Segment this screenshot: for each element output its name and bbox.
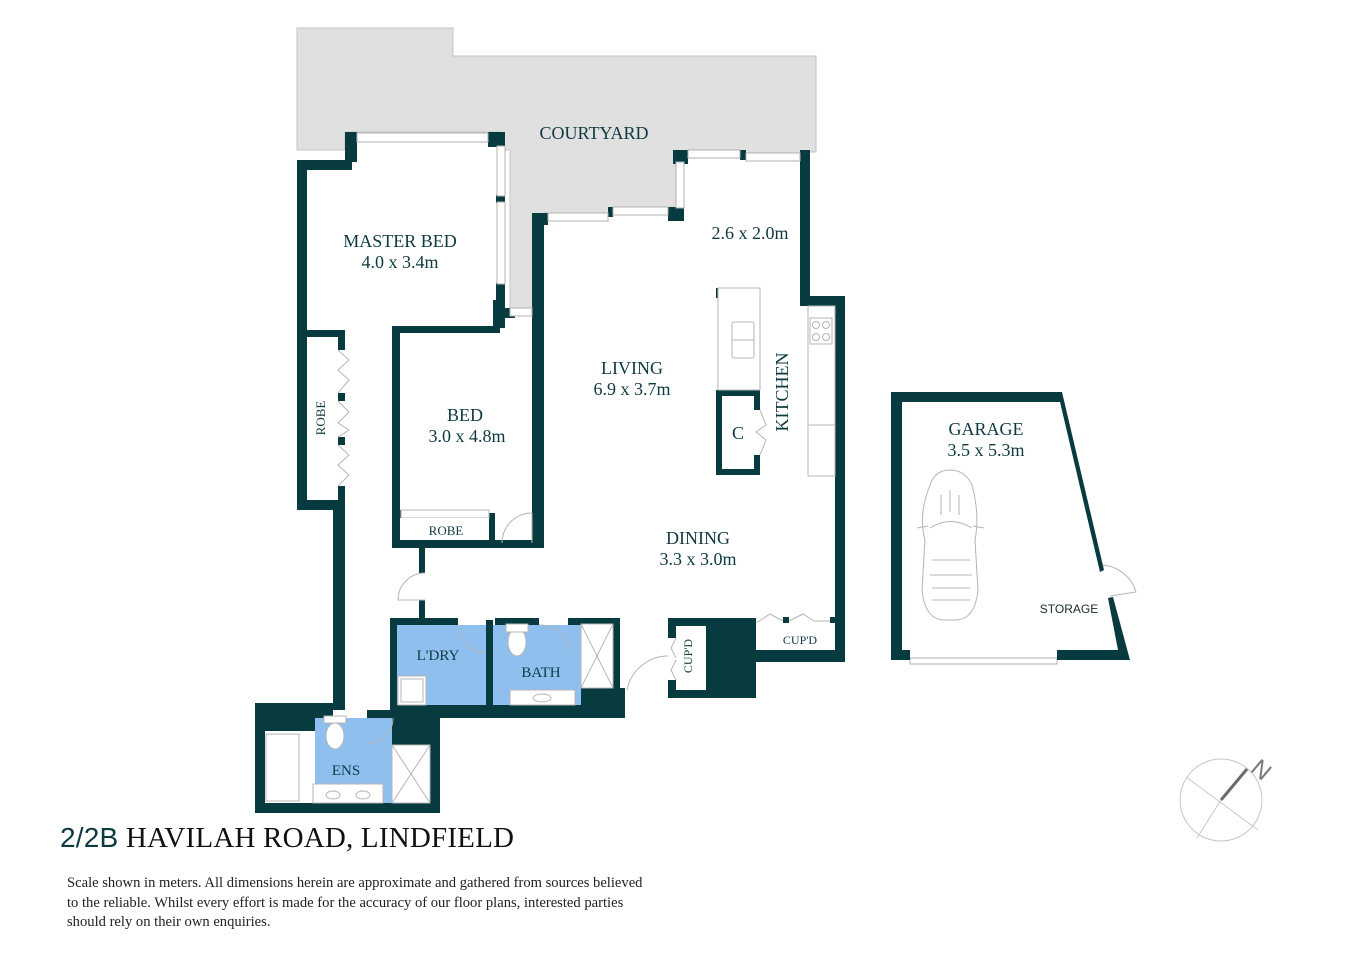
pantry-label: C — [732, 423, 744, 443]
bed-door — [501, 512, 533, 544]
courtyard-label: COURTYARD — [540, 123, 649, 143]
garage — [891, 392, 1130, 660]
ensuite-toilet-icon — [325, 722, 345, 750]
hall-door — [397, 572, 426, 601]
disclaimer-text: Scale shown in meters. All dimensions he… — [67, 875, 643, 930]
room-labels: COURTYARD MASTER BED 4.0 x 3.4m 2.6 x 2.… — [313, 123, 1098, 779]
kitchen-area-size: 2.6 x 2.0m — [711, 223, 788, 243]
storage-door — [1101, 564, 1137, 597]
property-address: 2/2B HAVILAH ROAD, LINDFIELD — [60, 822, 514, 855]
address-unit: 2/2B — [60, 822, 119, 853]
bed-robe-label: ROBE — [429, 523, 464, 538]
ensuite-vanity-icon — [312, 783, 384, 804]
dining-label: DINING — [666, 528, 730, 548]
cooktop-icon — [809, 317, 833, 345]
bath-label: BATH — [521, 665, 560, 681]
north-compass-icon: N — [1179, 754, 1277, 842]
ensuite-label: ENS — [332, 763, 360, 779]
storage-label: STORAGE — [1040, 602, 1098, 616]
master-robe-label: ROBE — [313, 401, 328, 436]
living-label: LIVING — [601, 358, 663, 378]
cupd-hall-door — [626, 655, 669, 691]
robe-bifold-3 — [337, 444, 350, 487]
garage-size: 3.5 x 5.3m — [947, 440, 1024, 460]
laundry-door — [457, 624, 487, 654]
kitchen-label: KITCHEN — [772, 353, 792, 432]
bed-size: 3.0 x 4.8m — [428, 426, 505, 446]
laundry-label: L'DRY — [417, 648, 460, 664]
dining-cupboard-label: CUP'D — [783, 633, 818, 647]
compass-n-label: N — [1246, 754, 1277, 786]
master-bed-size: 4.0 x 3.4m — [361, 252, 438, 272]
garage-label: GARAGE — [949, 419, 1024, 439]
walls — [255, 132, 845, 813]
bed-label: BED — [447, 405, 483, 425]
dining-cupd-bifold — [755, 613, 830, 624]
car-icon — [916, 469, 985, 621]
doors — [337, 349, 1137, 744]
cupd-bifold — [670, 637, 677, 681]
windows — [356, 132, 1058, 665]
dining-size: 3.3 x 3.0m — [659, 549, 736, 569]
robe-bifold-1 — [337, 349, 350, 394]
robe-bifold-2 — [337, 400, 350, 438]
living-size: 6.9 x 3.7m — [593, 379, 670, 399]
fixtures — [265, 287, 836, 804]
bathtub-icon — [265, 733, 300, 802]
pantry-bifold — [755, 409, 767, 456]
master-bed-label: MASTER BED — [343, 231, 457, 251]
hall-cupboard-label: CUP'D — [681, 639, 695, 674]
address-street: HAVILAH ROAD, LINDFIELD — [125, 822, 515, 854]
